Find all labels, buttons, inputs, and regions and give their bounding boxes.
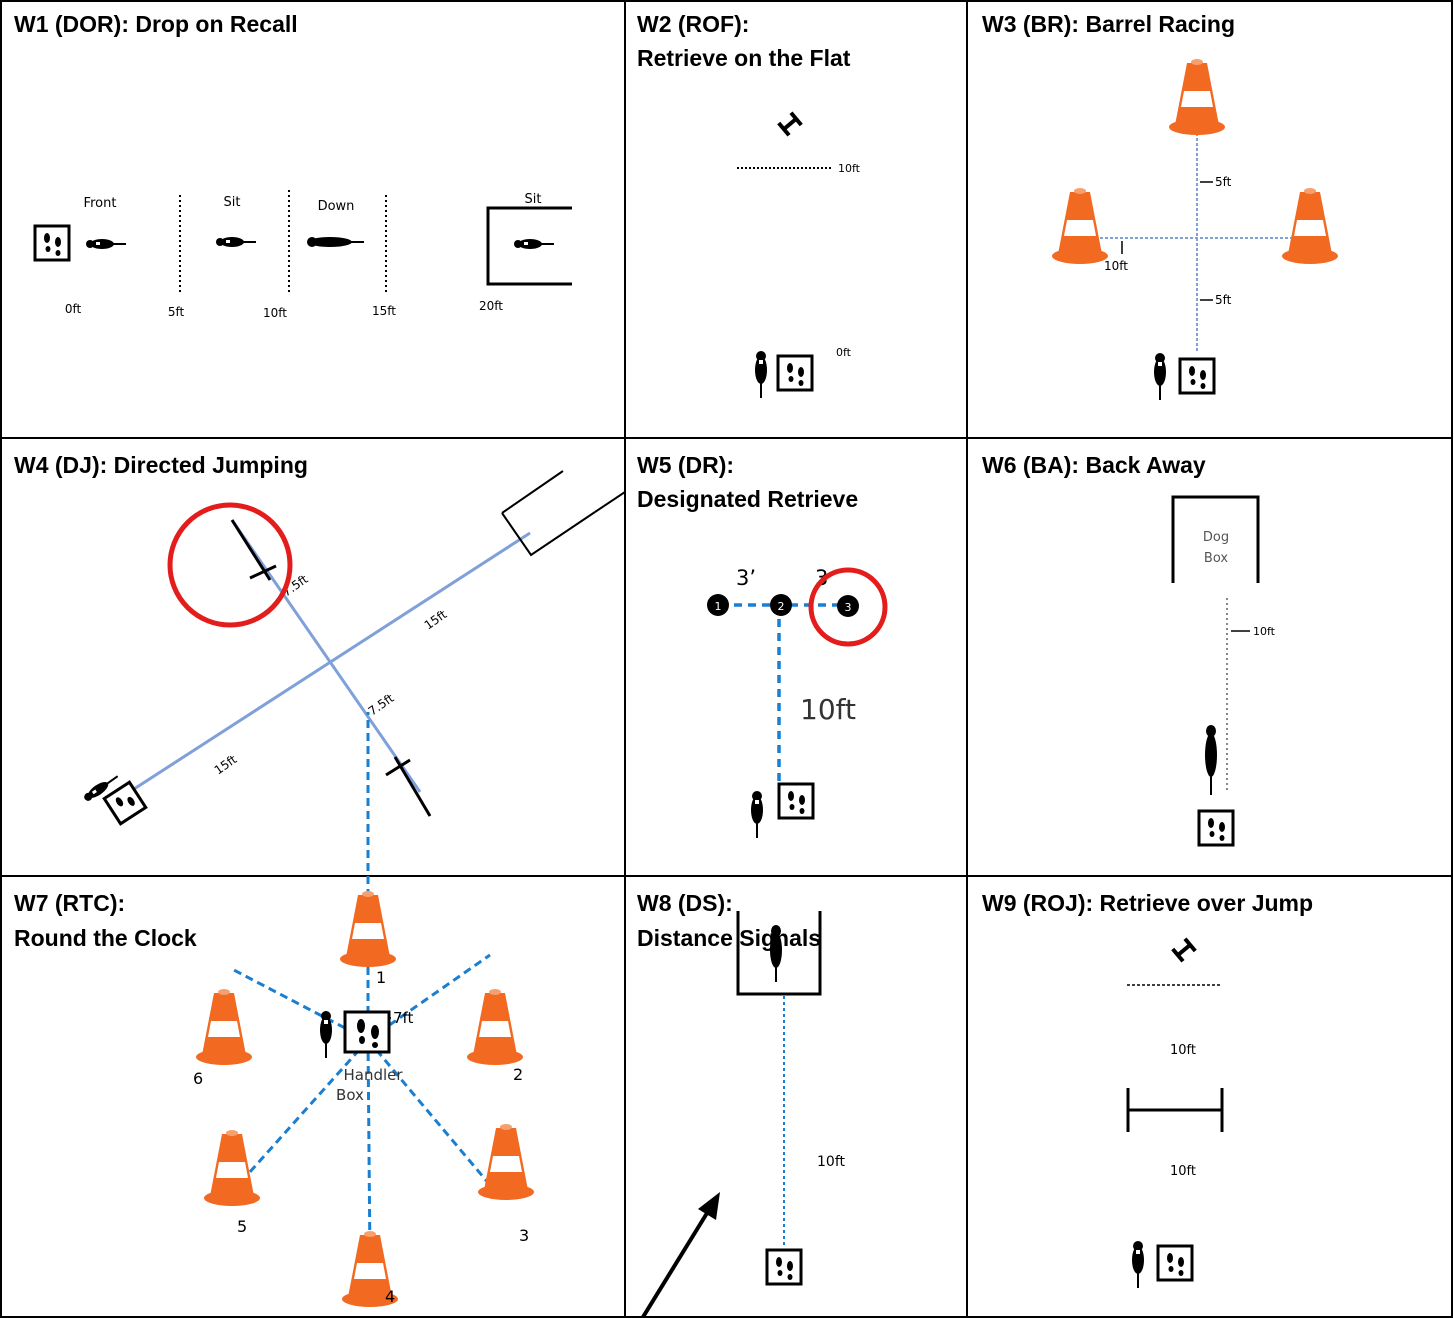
w4-label-7.5ft-lower: 7.5ft (366, 691, 397, 719)
cone-right (1282, 188, 1338, 264)
w7-cone-num-4: 4 (385, 1287, 395, 1306)
cone-2 (467, 989, 523, 1065)
w1-label-sit-box: Sit (525, 192, 542, 207)
w6-distance: 10ft (1253, 625, 1276, 638)
w7-cone-num-3: 3 (519, 1226, 529, 1245)
cone-left (1052, 188, 1108, 264)
w1-dist-0: 0ft (65, 302, 82, 316)
w1-dist-10: 10ft (263, 306, 287, 320)
w5-highlight-circle (808, 567, 888, 647)
w1-dist-15: 15ft (372, 304, 396, 318)
w1-label-front: Front (84, 196, 117, 211)
w4-title: W4 (DJ): Directed Jumping (14, 452, 308, 478)
w1-dist-20: 20ft (479, 299, 503, 313)
w2-title-line1: W2 (ROF): (637, 11, 750, 37)
w1-label-sit: Sit (224, 195, 241, 210)
w9-title: W9 (ROJ): Retrieve over Jump (982, 890, 1314, 916)
w3-title: W3 (BR): Barrel Racing (982, 11, 1236, 37)
w5-diagram: 1 2 3 3’ 3 10ft (707, 566, 888, 838)
w4-diagram: 7.5ft 15ft 7.5ft 15ft (82, 470, 626, 826)
cone-top (1169, 59, 1225, 135)
w7-box-line2: Box (336, 1086, 364, 1104)
w3-label-5ft-bottom: 5ft (1215, 293, 1232, 307)
w4-label-15ft-lower: 15ft (212, 752, 240, 777)
w7-cone-num-6: 6 (193, 1069, 203, 1088)
dumbbell-icon (777, 111, 803, 137)
cone-1 (340, 891, 396, 967)
w1-title: W1 (DOR): Drop on Recall (14, 11, 298, 37)
w9-distance-2: 10ft (1170, 1164, 1196, 1179)
svg-text:2: 2 (778, 600, 785, 613)
w1-label-down: Down (318, 199, 355, 214)
w7-title-line1: W7 (RTC): (14, 890, 126, 916)
w2-title-line2: Retrieve on the Flat (637, 45, 851, 71)
w5-marker-2: 2 (770, 594, 792, 616)
svg-text:3: 3 (845, 601, 852, 614)
w7-distance: 7ft (393, 1009, 414, 1027)
w8-dog (770, 925, 782, 982)
w9-diagram: 10ft 10ft (1126, 937, 1224, 1288)
w4-label-15ft-upper: 15ft (422, 607, 450, 632)
w8-title-line2: Distance Signals (637, 925, 822, 951)
w5-distance: 10ft (800, 693, 856, 726)
w6-box-line2: Box (1204, 551, 1228, 566)
w8-diagram: 10ft (640, 911, 845, 1318)
w1-down-dog (307, 237, 364, 247)
w8-title-line1: W8 (DS): (637, 890, 733, 916)
w3-label-10ft: 10ft (1104, 259, 1128, 273)
w2-label-0ft: 0ft (836, 346, 852, 359)
w7-cone-num-2: 2 (513, 1065, 523, 1084)
svg-text:1: 1 (715, 600, 722, 613)
w3-label-5ft-top: 5ft (1215, 175, 1232, 189)
w4-highlight-circle (167, 502, 293, 628)
w6-title: W6 (BA): Back Away (982, 452, 1206, 478)
w3-diagram: 5ft 10ft 5ft (1052, 59, 1338, 400)
cone-3 (478, 1124, 534, 1200)
w2-label-10ft: 10ft (838, 162, 861, 175)
w2-diagram: 10ft 0ft (737, 111, 861, 398)
w5-title-line2: Designated Retrieve (637, 486, 859, 512)
w6-box-line1: Dog (1203, 530, 1229, 545)
dumbbell-icon (1171, 937, 1197, 963)
w7-cone-num-1: 1 (376, 968, 386, 987)
w5-marker-1: 1 (707, 594, 729, 616)
w6-diagram: Dog Box 10ft (1171, 495, 1276, 847)
w8-distance: 10ft (817, 1154, 845, 1170)
w6-dog (1205, 725, 1217, 795)
w7-box-line1: Handler (343, 1066, 403, 1084)
w5-marker-3: 3 (837, 595, 859, 617)
w7-title-line2: Round the Clock (14, 925, 197, 951)
w8-pointer-arrow (640, 1192, 720, 1318)
cone-6 (196, 989, 252, 1065)
w9-distance-1: 10ft (1170, 1043, 1196, 1058)
w1-diagram: Front Sit Down Sit 0ft 5ft 10ft 15ft 20f… (33, 190, 572, 320)
w1-dist-5: 5ft (168, 305, 185, 319)
w5-title-line1: W5 (DR): (637, 452, 735, 478)
w7-diagram: 1 2 3 4 5 6 7ft Handler Box (193, 712, 534, 1307)
w5-spacing-1: 3’ (736, 566, 756, 590)
w7-cone-num-5: 5 (237, 1217, 247, 1236)
